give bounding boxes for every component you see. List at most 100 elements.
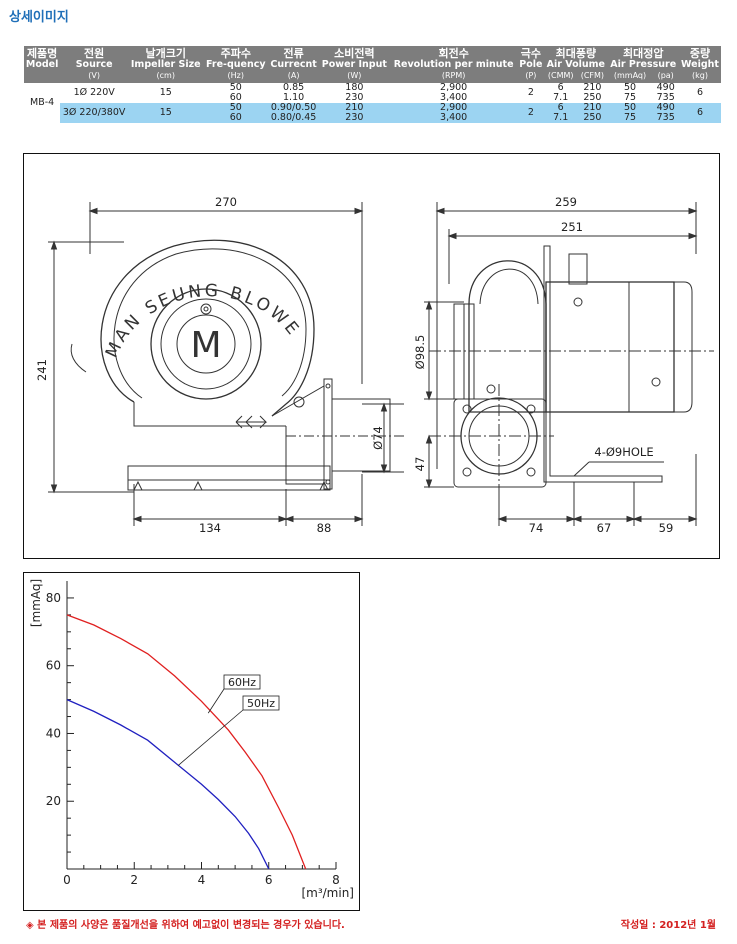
y-tick-label: 80 — [46, 591, 61, 605]
dim-59: 59 — [659, 521, 674, 535]
cell-watt: 180 — [345, 82, 364, 93]
legend-label: 60Hz — [228, 676, 256, 689]
x-tick-label: 0 — [63, 873, 71, 887]
dim-74b: 74 — [529, 521, 544, 535]
cell-amp: 0.85 — [283, 82, 305, 93]
dim-67: 67 — [597, 521, 612, 535]
cell-pole: 2 — [517, 103, 545, 123]
x-tick-label: 2 — [130, 873, 138, 887]
unit-impeller: (cm) — [128, 71, 204, 83]
cell-mmaq: 50 — [607, 103, 653, 113]
unit-rpm: (RPM) — [389, 71, 518, 83]
cell-rpm: 3,400 — [389, 113, 518, 123]
cell-cfm: 250 — [577, 113, 608, 123]
cell-amp: 1.10 — [283, 92, 305, 103]
legend-label: 50Hz — [247, 697, 275, 710]
cell-rpm: 2,900 — [440, 82, 468, 93]
dim-251: 251 — [561, 220, 583, 234]
table-row: 60 1.10 230 3,400 7.1 250 75 735 — [24, 93, 721, 103]
cell-cfm: 210 — [583, 82, 602, 93]
legend-box — [223, 674, 261, 690]
unit-current: (A) — [268, 71, 320, 83]
cell-rpm: 3,400 — [440, 92, 468, 103]
table-row: 3Ø 220/380V 15 50 0.90/0.50 210 2,900 2 … — [24, 103, 721, 123]
legend-leader — [207, 688, 225, 714]
x-axis-label: [m³/min] — [301, 886, 354, 900]
y-tick-label: 40 — [46, 726, 61, 740]
cell-impeller: 15 — [159, 87, 172, 98]
unit-pa: (pa) — [652, 71, 679, 83]
cell-amp: 0.90/0.50 — [268, 103, 320, 113]
created-date: 작성일 : 2012년 1월 — [620, 920, 716, 931]
cell-rpm: 2,900 — [389, 103, 518, 113]
cell-watt: 230 — [345, 92, 364, 103]
table-row: 60 0.80/0.45 230 3,400 7.1 250 75 735 — [24, 113, 721, 123]
cell-hz: 60 — [229, 92, 242, 103]
cell-pole: 2 — [527, 87, 534, 98]
dim-270: 270 — [215, 195, 237, 209]
dim-74: Ø74 — [371, 426, 385, 450]
cell-hz: 60 — [203, 113, 269, 123]
x-tick-label: 8 — [332, 873, 340, 887]
dim-98-5: Ø98.5 — [413, 335, 427, 370]
logo-letter: M — [190, 325, 221, 366]
unit-model — [24, 71, 61, 83]
cell-watt: 210 — [319, 103, 390, 113]
cell-mmaq: 75 — [607, 113, 653, 123]
cell-model: MB-4 — [24, 83, 61, 123]
table-row: MB-4 1Ø 220V 15 50 0.85 180 2,900 2 6 21… — [24, 82, 721, 123]
cell-cmm: 7.1 — [553, 92, 569, 103]
unit-weight: (kg) — [678, 71, 721, 83]
series-line-60Hz — [66, 614, 307, 870]
dim-47: 47 — [413, 457, 427, 472]
cell-watt: 230 — [319, 113, 390, 123]
cell-cmm: 6 — [544, 103, 578, 113]
cell-source: 1Ø 220V — [73, 87, 115, 98]
dim-241: 241 — [35, 359, 49, 381]
cell-cfm: 210 — [577, 103, 608, 113]
cell-pa: 735 — [652, 113, 679, 123]
cell-weight: 6 — [696, 87, 703, 98]
spec-unit-row: (V) (cm) (Hz) (A) (W) (RPM) (P) (CMM) (C… — [24, 71, 721, 83]
cell-source: 3Ø 220/380V — [60, 103, 129, 123]
cell-impeller: 15 — [128, 103, 204, 123]
technical-drawing: MAN SEUNG BLOWER M 270 241 134 88 Ø74 25… — [17, 139, 720, 559]
cell-cmm: 6 — [557, 82, 564, 93]
y-tick-label: 60 — [46, 659, 61, 673]
cell-hz: 50 — [229, 82, 242, 93]
unit-power: (W) — [319, 71, 390, 83]
x-tick-label: 6 — [265, 873, 273, 887]
cell-mmaq: 50 — [623, 82, 637, 93]
series-line-50Hz — [66, 699, 270, 870]
cell-hz: 50 — [203, 103, 269, 113]
unit-pole: (P) — [517, 71, 545, 83]
y-tick-label: 20 — [46, 794, 61, 808]
unit-cfm: (CFM) — [577, 71, 608, 83]
brand-text: MAN SEUNG BLOWER — [24, 154, 304, 361]
page-title: 상세이미지 — [9, 10, 69, 25]
unit-source: (V) — [60, 71, 129, 83]
drawing-svg: MAN SEUNG BLOWER M 270 241 134 88 Ø74 25… — [17, 139, 714, 535]
cell-mmaq: 75 — [623, 92, 637, 103]
cell-cmm: 7.1 — [544, 113, 578, 123]
cell-amp: 0.80/0.45 — [268, 113, 320, 123]
unit-cmm: (CMM) — [544, 71, 578, 83]
dim-hole: 4-Ø9HOLE — [594, 445, 653, 459]
cell-weight: 6 — [678, 103, 721, 123]
unit-frequency: (Hz) — [203, 71, 269, 83]
footnote: ◈ 본 제품의 사양은 품질개선을 위하여 예고없이 변경되는 경우가 있습니다… — [26, 920, 345, 931]
x-tick-label: 4 — [198, 873, 206, 887]
dim-259: 259 — [555, 195, 577, 209]
